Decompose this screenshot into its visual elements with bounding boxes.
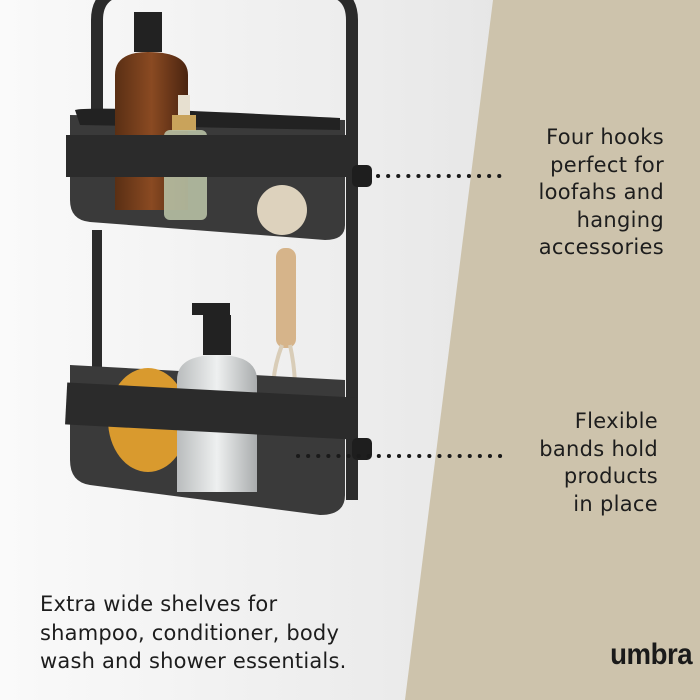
- hanging-brush-handle: [276, 248, 296, 348]
- caption: Extra wide shelves for shampoo, conditio…: [40, 590, 346, 676]
- callout-bands: Flexible bands hold products in place: [539, 408, 658, 518]
- caption-line: Extra wide shelves for: [40, 592, 278, 616]
- callout-line: perfect for: [550, 152, 664, 177]
- callout-line: loofahs and: [538, 180, 664, 204]
- callout-line: in place: [573, 491, 658, 516]
- callout-line: Flexible: [574, 409, 658, 433]
- top-band: [66, 135, 356, 177]
- brush: [257, 185, 307, 235]
- callout-line: accessories: [538, 235, 664, 259]
- hook: [352, 438, 372, 460]
- callout-line: Four hooks: [546, 125, 664, 149]
- hook: [352, 165, 372, 187]
- caption-line: shampoo, conditioner, body: [40, 620, 340, 645]
- bottom-band: [65, 382, 357, 440]
- callout-line: hanging: [576, 207, 664, 232]
- callout-hooks: Four hooks perfect for loofahs and hangi…: [538, 124, 664, 262]
- callout-line: products: [563, 464, 658, 488]
- caption-line: wash and shower essentials.: [40, 649, 347, 673]
- callout-line: bands hold: [539, 436, 658, 461]
- brand-logo: umbra: [609, 638, 693, 671]
- caddy-frame: [91, 0, 358, 500]
